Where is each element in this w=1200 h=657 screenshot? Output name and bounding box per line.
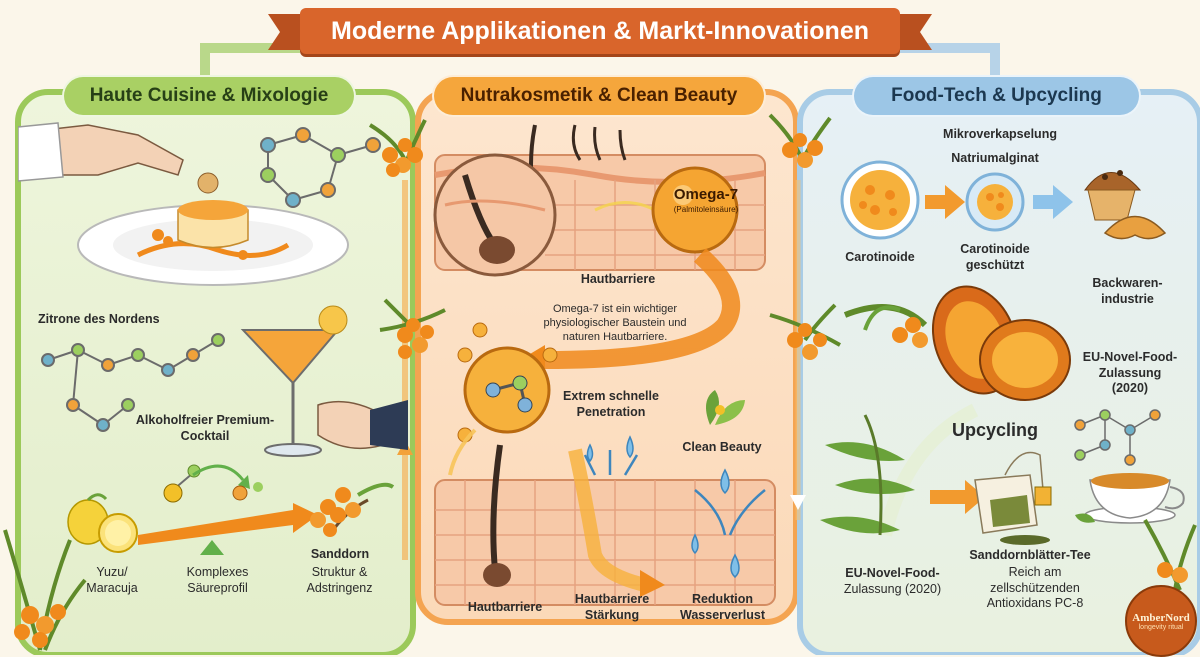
reaction-arrow-icon: [163, 464, 263, 503]
page-title: Moderne Applikationen & Markt-Innovation…: [300, 8, 900, 54]
berry-sprig-icon-bottom-left: [3, 529, 87, 651]
skin-layer-bottom-icon: [434, 444, 776, 606]
label-struktur: Struktur & Adstringenz: [306, 565, 373, 595]
bakery-arrow: [1033, 185, 1073, 219]
label-tee-sub: Reich am zellschützenden Antioxidans PC-…: [986, 565, 1084, 611]
heading-haute-cuisine: Haute Cuisine & Mixologie: [62, 75, 356, 117]
label-reduktion: Reduktion Wasserverlust: [680, 592, 765, 622]
left-panel-illustrations: [18, 122, 408, 555]
label-novel-food-bottom-bold: EU-Novel-Food-: [845, 566, 940, 580]
croissant-icon: [1103, 215, 1167, 240]
label-cocktail: Alkoholfreier Premium-Cocktail: [135, 413, 275, 443]
yuzu-lemon-icon: [67, 493, 138, 553]
brand-logo-tag: longevity ritual: [1138, 623, 1184, 631]
protected-capsule-icon: [965, 172, 1025, 232]
label-carotinoide: Carotinoide: [845, 250, 915, 264]
heading-nutrakosmetik: Nutrakosmetik & Clean Beauty: [432, 75, 766, 117]
carotinoide-capsule-icon: [840, 160, 920, 240]
label-novel-food-bottom: EU-Novel-Food- Zulassung (2020): [840, 566, 945, 597]
evaporation-arrows: [583, 450, 766, 536]
tea-arrow: [930, 480, 985, 514]
label-omega7-text: Omega-7 ist ein wichtiger physiologische…: [543, 303, 687, 343]
sea-buckthorn-icon: [310, 482, 395, 537]
berry-sprig-icon-mid-left: [379, 298, 446, 359]
berry-sprig-icon-top-left: [368, 119, 427, 177]
label-clean-beauty: Clean Beauty: [682, 440, 762, 454]
heading-food-tech: Food-Tech & Upcycling: [852, 75, 1141, 117]
sea-buckthorn-fruit-icon: [843, 285, 1071, 401]
label-hautbarriere-top: Hautbarriere: [580, 272, 656, 286]
label-novel-food-top: EU-Novel-Food-Zulassung (2020): [1082, 350, 1178, 396]
brand-logo-name: AmberNord: [1132, 611, 1190, 624]
label-novel-food-bottom-rest: Zulassung (2020): [843, 581, 942, 596]
encapsulation-arrow: [925, 185, 965, 219]
molecule-icon-top: [260, 127, 381, 208]
brand-logo: AmberNord longevity ritual: [1125, 585, 1197, 657]
label-omega7-sub: (Palmitoleinsäure): [673, 205, 739, 214]
label-mikroverkapselung: Mikroverkapselung: [943, 127, 1057, 141]
label-staerkung: Hautbarriere Stärkung: [574, 592, 650, 622]
berry-sprig-icon-mid-right: [769, 303, 841, 360]
water-drop-icons: [586, 435, 740, 578]
label-carotinoide-geschuetzt: Carotinoide geschützt: [960, 242, 1030, 272]
tea-bag-icon: [974, 451, 1052, 545]
omega7-sphere-icon: [651, 166, 739, 254]
molecule-icon-right: [1074, 409, 1161, 466]
upcycling-arrow: [878, 403, 979, 537]
label-sanddorn: Sanddorn: [310, 547, 370, 561]
label-saeure: Komplexes Säureprofil: [186, 565, 249, 595]
label-upcycling: Upcycling: [951, 420, 1039, 440]
label-omega7: Omega-7: [673, 186, 739, 203]
cocktail-glass-icon: [240, 305, 408, 457]
muffin-icon: [1084, 170, 1142, 221]
leaf-drop-icon: [706, 390, 745, 425]
berry-sprig-icon-top-right: [768, 113, 832, 168]
leaves-icon: [820, 414, 915, 536]
dessert-plate-icon: [77, 172, 349, 286]
label-backwaren: Backwaren-industrie: [1092, 276, 1163, 306]
molecule-icon-middle: [41, 333, 225, 432]
label-hautbarriere-bottom: Hautbarriere: [467, 600, 543, 614]
hair-follicle-magnifier-icon: [433, 153, 557, 277]
label-natriumalginat: Natriumalginat: [951, 151, 1039, 165]
chef-hand-icon: [18, 122, 184, 182]
label-tee: Sanddornblätter-Tee: [969, 548, 1091, 562]
intensity-arrow-icon: [138, 503, 318, 555]
tea-cup-icon: [1075, 473, 1185, 524]
berry-sprig-icon-bottom-right: [1143, 519, 1197, 591]
label-zitrone: Zitrone des Nordens: [38, 312, 160, 326]
omega7-flow-arrow: [544, 248, 741, 369]
center-panel-illustrations: [433, 124, 776, 606]
label-yuzu: Yuzu/ Maracuja: [86, 565, 138, 595]
right-panel-illustrations: [820, 160, 1185, 545]
label-penetration: Extrem schnelle Penetration: [563, 389, 659, 419]
